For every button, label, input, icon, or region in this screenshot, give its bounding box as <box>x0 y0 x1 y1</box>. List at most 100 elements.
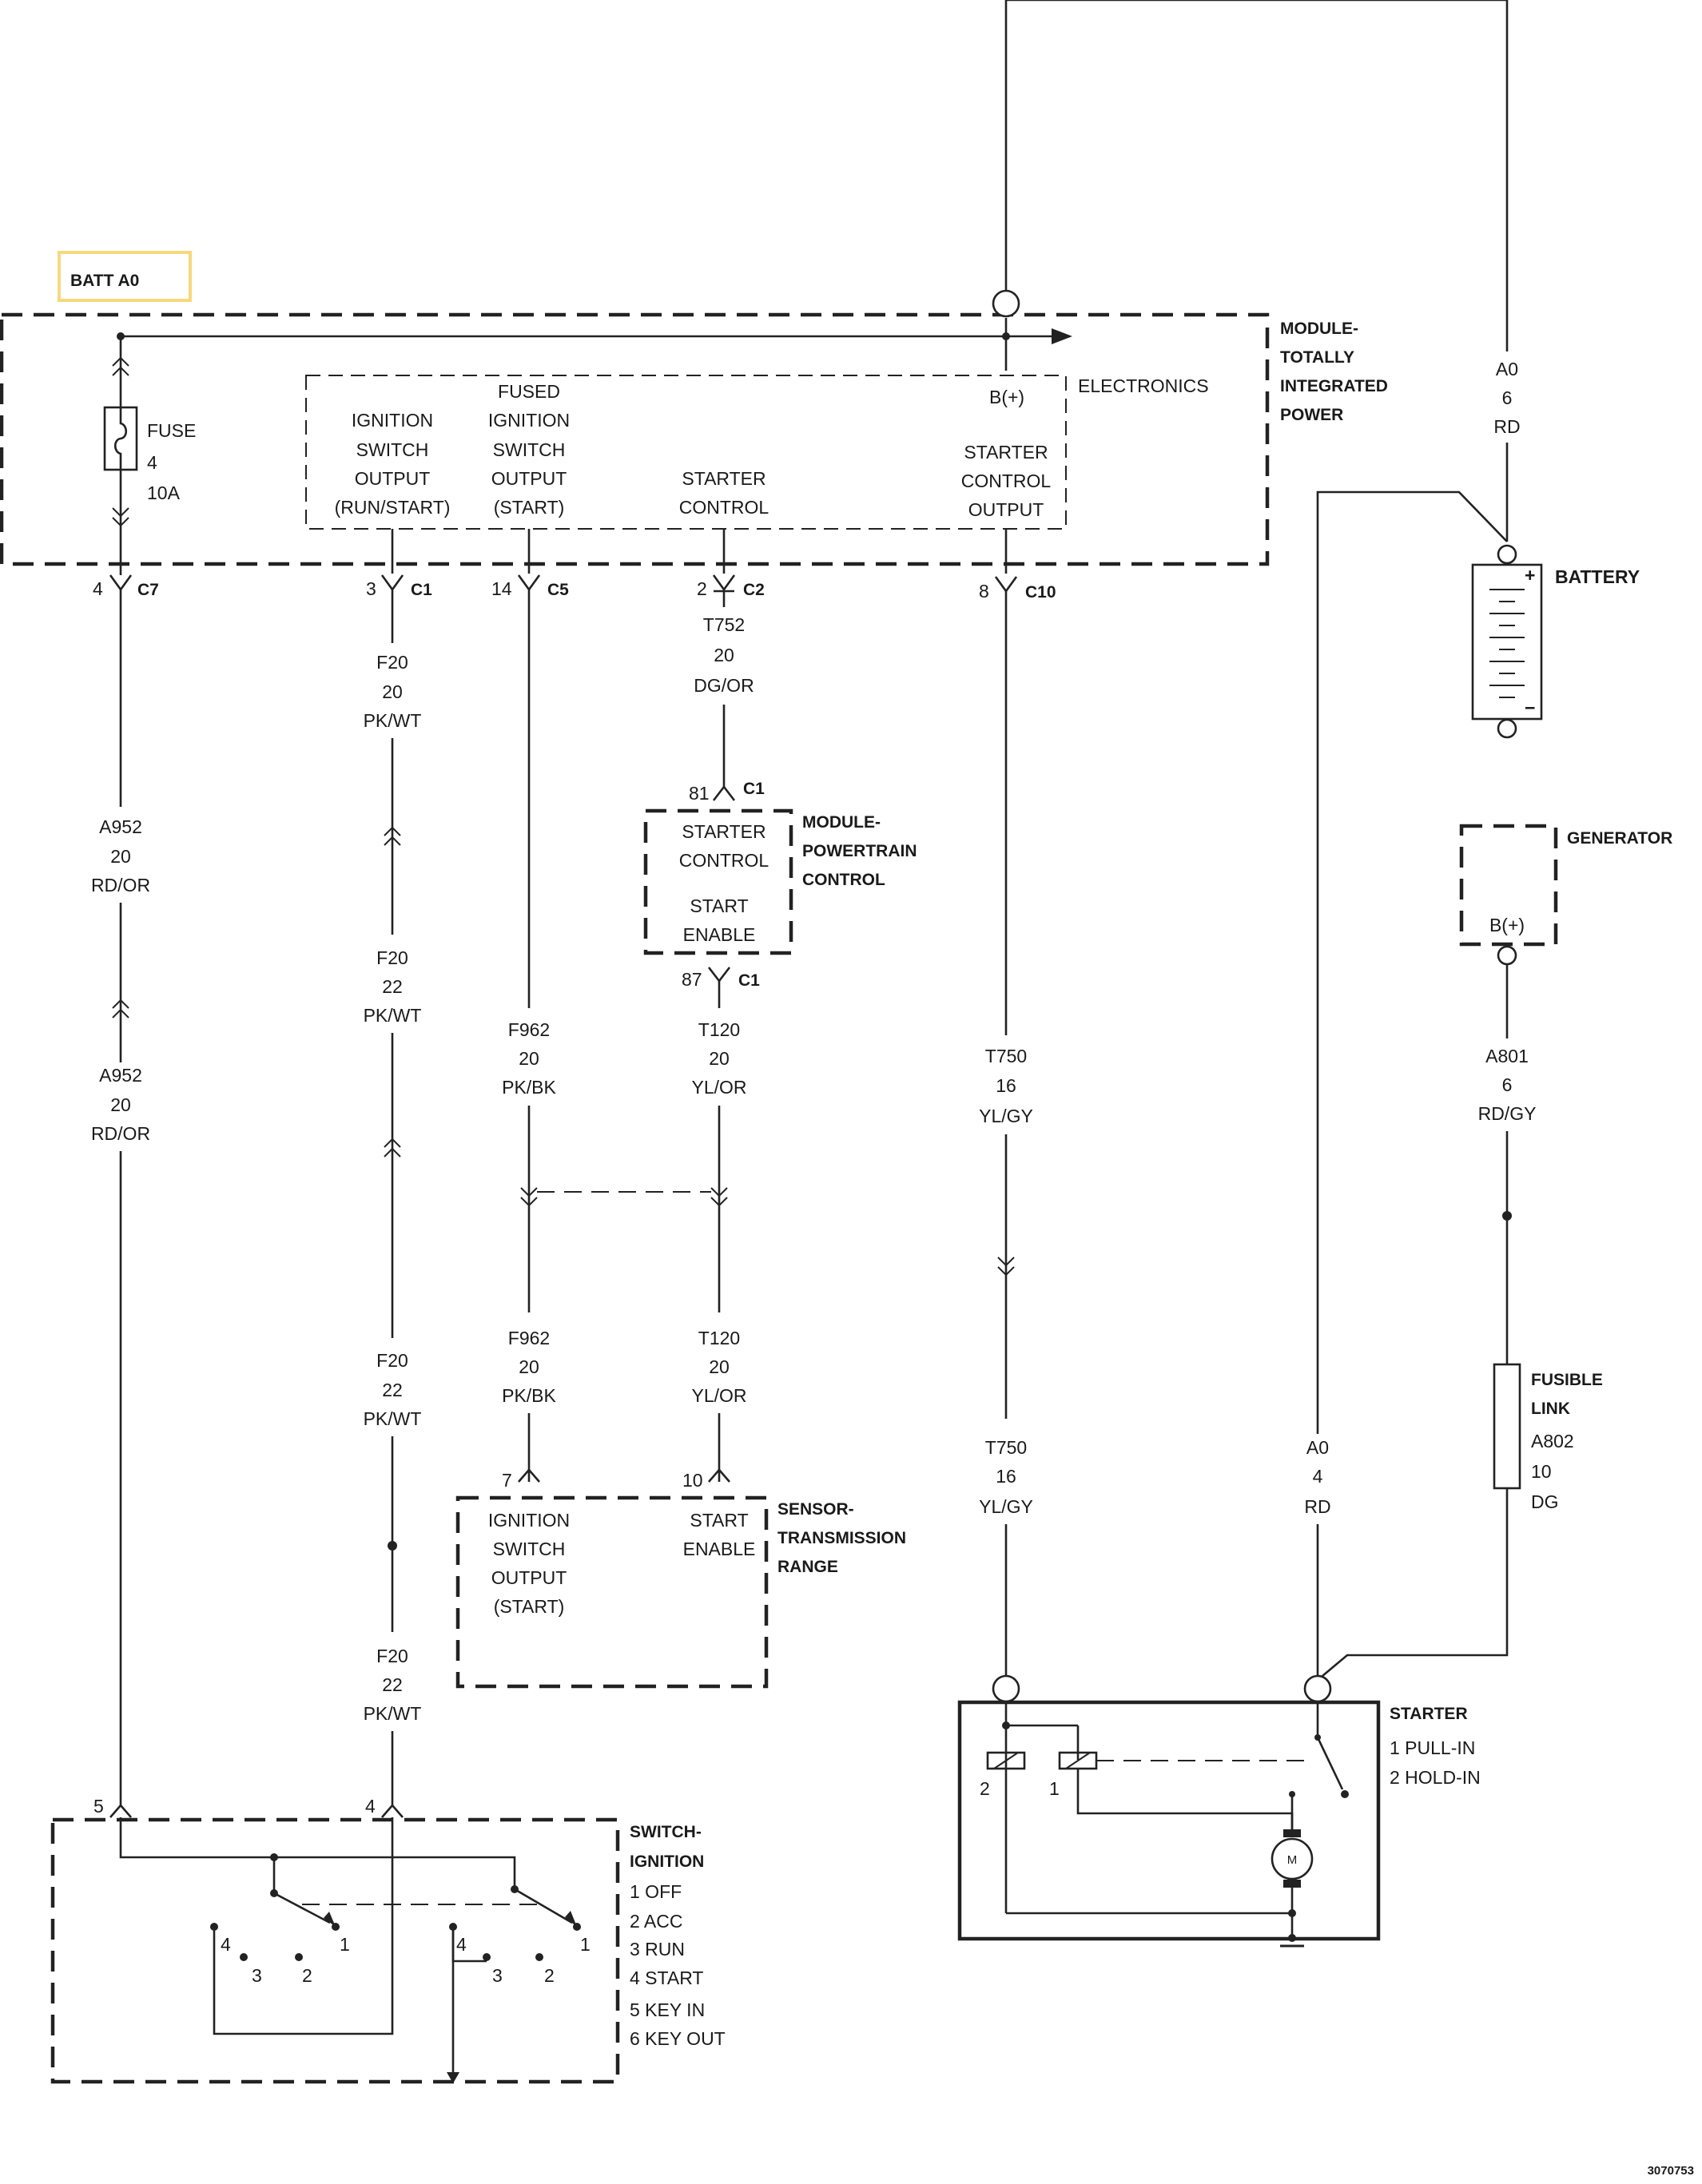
sw-legend-6: 6 KEY OUT <box>630 2028 726 2049</box>
c1-fork-icon <box>380 574 404 592</box>
circuit-a952: A952 20 RD/OR A952 20 RD/OR <box>91 590 150 1805</box>
f20-1-color: PK/WT <box>364 710 422 731</box>
c5-pin: 14 <box>491 578 512 599</box>
tipm-bplus-stud <box>992 289 1020 318</box>
t750-2-code: T750 <box>985 1437 1027 1458</box>
battery-minus-sign: − <box>1525 697 1535 718</box>
pull-in-coil-label: 1 <box>1049 1778 1060 1799</box>
batt-a0-highlight-box <box>58 251 192 302</box>
fuse-label-line-2: 4 <box>147 452 157 473</box>
battery-title: BATTERY <box>1555 566 1640 587</box>
sco-line-2: CONTROL <box>961 471 1052 491</box>
starter-legend-2: 2 HOLD-IN <box>1390 1767 1481 1788</box>
sw-legend-2: 2 ACC <box>630 1911 682 1932</box>
a952-2-color: RD/OR <box>91 1123 150 1144</box>
ign-output-line-3: OUTPUT <box>355 468 431 489</box>
f962-2-code: F962 <box>508 1328 550 1348</box>
generator-outline <box>1459 824 1558 947</box>
sw-right-blade <box>514 1888 573 1924</box>
a0-top-color: RD <box>1493 416 1520 437</box>
sw-left-pos-3-label: 3 <box>252 1965 262 1986</box>
sw-legend-1: 1 OFF <box>630 1881 682 1902</box>
pcm-c1-out-connector-icon <box>707 967 731 983</box>
f20-4-color: PK/WT <box>364 1703 422 1724</box>
fuse-label-line-3: 10A <box>147 482 181 503</box>
tr-ign-line-2: SWITCH <box>493 1539 566 1559</box>
connector-c7: 4 C7 <box>93 574 159 599</box>
tr-pin-10-icon <box>708 1468 730 1483</box>
a952-2-gauge: 20 <box>110 1094 131 1115</box>
tr-ign-line-1: IGNITION <box>488 1510 570 1531</box>
pcm-title-line-2: POWERTRAIN <box>802 842 917 860</box>
t120-2-color: YL/OR <box>691 1385 746 1406</box>
circuit-t752: T752 20 DG/OR 81 C1 <box>689 591 765 804</box>
sco-line-3: OUTPUT <box>968 499 1044 520</box>
a0-low-color: RD <box>1304 1496 1330 1517</box>
pcm-starter-control-line-1: STARTER <box>682 821 766 842</box>
c2-fork-icon <box>712 574 736 592</box>
batt-a0-text: BATT A0 <box>70 272 139 290</box>
tr-start-enable-line-2: ENABLE <box>683 1539 756 1559</box>
sw-start-loop <box>213 1817 394 2035</box>
fused-ign-output-label: FUSED IGNITION SWITCH OUTPUT (START) <box>488 381 570 518</box>
starter-legend-1: 1 PULL-IN <box>1390 1737 1475 1758</box>
battery-positive-terminal <box>1497 544 1517 565</box>
c5-fork-icon <box>517 574 541 592</box>
starter-battery-terminal <box>1303 1674 1332 1703</box>
tr-sensor-outline <box>455 1495 769 1689</box>
battery-plus-sign: + <box>1525 565 1535 586</box>
battery: + − BATTERY <box>1471 544 1640 739</box>
tipm-title: MODULE- TOTALLY INTEGRATED POWER <box>1280 320 1388 424</box>
solenoid-contact-point <box>1341 1790 1349 1798</box>
pcm-title-line-3: CONTROL <box>802 871 885 889</box>
ign-output-line-4: (RUN/START) <box>335 497 451 518</box>
f20-3-gauge: 22 <box>382 1380 403 1400</box>
f962-1-color: PK/BK <box>502 1077 556 1098</box>
sw-left-pos-1-label: 1 <box>340 1934 350 1955</box>
generator-title: GENERATOR <box>1567 829 1672 848</box>
generator: GENERATOR B(+) A801 6 RD/GY <box>1459 824 1672 1364</box>
sw-key-arrow-icon <box>447 2072 459 2083</box>
fuse-label-line-1: FUSE <box>147 420 196 441</box>
circuit-f962: F962 20 PK/BK F962 20 PK/BK <box>502 590 557 1482</box>
solenoid-contact-switch <box>1316 1702 1344 1790</box>
fuse-top-chevron <box>112 356 129 376</box>
battery-feed-wire: A0 6 RD <box>992 0 1521 542</box>
sw-left-pos-2 <box>295 1953 303 1961</box>
t750-1-code: T750 <box>985 1046 1027 1066</box>
module-tipm: MODULE- TOTALLY INTEGRATED POWER ELECTRO… <box>0 312 1388 575</box>
t120-2-code: T120 <box>698 1328 740 1348</box>
motor-label: M <box>1287 1853 1298 1867</box>
sw-left-blade <box>273 1892 331 1924</box>
generator-bplus: B(+) <box>1489 915 1525 935</box>
sco-line-1: STARTER <box>964 442 1048 463</box>
tr-ign-line-3: OUTPUT <box>491 1567 567 1588</box>
tipm-starter-control-line-1: STARTER <box>682 468 766 489</box>
f962-2-color: PK/BK <box>502 1385 556 1406</box>
sw-left-blade-tip-icon <box>324 1912 336 1927</box>
pcm-in-pin: 81 <box>689 783 710 804</box>
tr-ign-line-4: (START) <box>494 1596 565 1617</box>
tr-start-enable-line-1: START <box>690 1510 748 1531</box>
tipm-starter-control-label: STARTER CONTROL <box>679 468 769 518</box>
ignition-switch-outline <box>50 1817 620 2084</box>
sw-right-pos-4-label: 4 <box>456 1934 467 1955</box>
t750-inline-connector-icon <box>997 1257 1015 1277</box>
bus-arrow-icon <box>1052 328 1072 344</box>
pcm-starter-control-line-2: CONTROL <box>679 850 769 871</box>
pcm-start-enable-line-1: START <box>690 895 748 916</box>
sw-title-line-1: SWITCH- <box>630 1823 702 1841</box>
ign-switch-output-label: IGNITION SWITCH OUTPUT (RUN/START) <box>335 410 451 518</box>
figure-id: 3070753 <box>1648 2164 1694 2178</box>
f20-2-color: PK/WT <box>364 1005 422 1026</box>
t750-2-gauge: 16 <box>996 1466 1016 1487</box>
batt-a0-label[interactable]: BATT A0 <box>58 251 192 302</box>
pcm-out-id: C1 <box>738 971 760 990</box>
module-pcm: STARTER CONTROL START ENABLE MODULE- POW… <box>643 808 917 955</box>
sw-legend-3: 3 RUN <box>630 1939 685 1960</box>
connector-c5: 14 C5 <box>491 574 569 599</box>
a0-low-gauge: 4 <box>1313 1466 1323 1487</box>
starter-title: STARTER <box>1390 1705 1468 1723</box>
tr-pin-10-label: 10 <box>682 1470 703 1491</box>
